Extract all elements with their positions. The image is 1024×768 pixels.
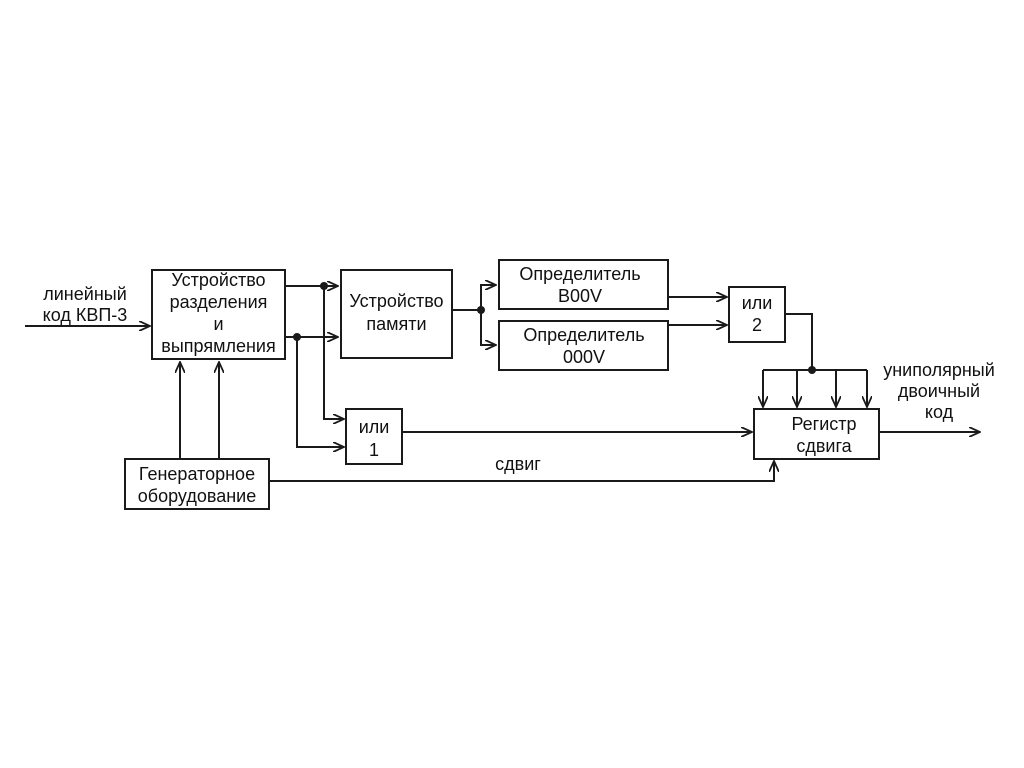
memory-line-2: памяти <box>366 314 426 334</box>
or2-output-line <box>785 313 813 370</box>
memory-line-1: Устройство <box>349 291 443 311</box>
detector-b00v-line-1: Определитель <box>519 264 640 284</box>
detector-000v-line-2: 000V <box>563 347 605 367</box>
memory-block: Устройство памяти <box>340 269 453 359</box>
connections <box>25 285 980 482</box>
detector-b00v-block: Определитель В00V <box>498 259 669 310</box>
junction-dot <box>293 333 301 341</box>
input-label-line-1: линейный <box>43 284 127 304</box>
separator-line-1: Устройство <box>171 270 265 290</box>
detector-000v-block: Определитель 000V <box>498 320 669 371</box>
or2-line-1: или <box>742 293 773 313</box>
output-label-line-3: код <box>925 402 954 422</box>
shift-label: сдвиг <box>495 454 541 474</box>
generator-block: Генераторное оборудование <box>124 458 270 510</box>
sep-to-or1-line-2 <box>296 337 344 447</box>
generator-line-2: оборудование <box>138 486 256 506</box>
or1-block: или 1 <box>345 408 403 465</box>
output-label-line-2: двоичный <box>898 381 980 401</box>
junction-dot <box>477 306 485 314</box>
shift-register-block: Регистр сдвига <box>753 408 880 460</box>
shift-register-line-1: Регистр <box>791 414 856 434</box>
separator-line-4: выпрямления <box>161 336 275 356</box>
sep-to-or1-line-1 <box>323 286 344 419</box>
output-label-line-1: униполярный <box>883 360 995 380</box>
or1-line-1: или <box>359 417 390 437</box>
or2-line-2: 2 <box>752 315 762 335</box>
shift-register-line-2: сдвига <box>796 436 852 456</box>
input-label-line-2: код КВП-3 <box>43 305 128 325</box>
junction-dot <box>320 282 328 290</box>
memory-to-b00v-line <box>480 285 496 310</box>
separator-block: Устройство разделения и выпрямления <box>151 269 286 360</box>
or2-block: или 2 <box>728 286 786 343</box>
generator-line-1: Генераторное <box>139 464 255 484</box>
shift-line <box>269 461 774 482</box>
junctions <box>293 282 816 374</box>
detector-000v-line-1: Определитель <box>523 325 644 345</box>
separator-line-2: разделения <box>170 292 268 312</box>
separator-line-3: и <box>213 314 223 334</box>
junction-dot <box>808 366 816 374</box>
memory-to-000v-line <box>480 310 496 345</box>
detector-b00v-line-2: В00V <box>558 286 602 306</box>
or1-line-2: 1 <box>369 440 379 460</box>
